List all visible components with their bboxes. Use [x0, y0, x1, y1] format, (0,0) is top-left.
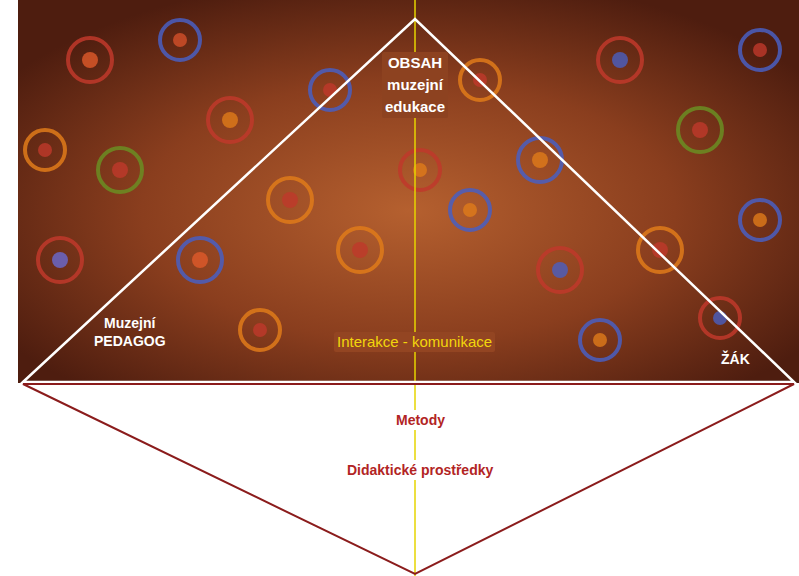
- dot: [222, 112, 238, 128]
- ring: [538, 248, 582, 292]
- text-slot: Metody: [393, 410, 448, 430]
- painting-ground: [18, 0, 799, 383]
- ring: [740, 30, 780, 70]
- ring: [338, 228, 382, 272]
- dot: [282, 192, 298, 208]
- dot: [112, 162, 128, 178]
- ring: [208, 98, 252, 142]
- ring: [68, 38, 112, 82]
- node-label: Interakce - komunikace: [334, 332, 495, 352]
- node-label: Metody: [393, 410, 448, 430]
- ring: [38, 238, 82, 282]
- dot: [173, 33, 187, 47]
- text-slot: ŽÁK: [721, 350, 750, 368]
- node-label: OBSAH muzejní edukace: [382, 52, 448, 118]
- ring: [98, 148, 142, 192]
- ring: [25, 130, 65, 170]
- ring: [268, 178, 312, 222]
- node-label: ŽÁK: [721, 350, 750, 368]
- dot: [552, 262, 568, 278]
- dot: [753, 43, 767, 57]
- dot: [463, 203, 477, 217]
- dot: [323, 83, 337, 97]
- painting-rings: [25, 20, 780, 360]
- ring: [450, 190, 490, 230]
- triangle-region: OBSAH muzejní edukaceMuzejní PEDAGOG Inte…: [22, 18, 795, 383]
- dot: [593, 333, 607, 347]
- dot: [38, 143, 52, 157]
- ring: [740, 200, 780, 240]
- ring: [178, 238, 222, 282]
- triangle-edge: [23, 19, 794, 382]
- dot: [713, 311, 727, 325]
- dot: [52, 252, 68, 268]
- ring: [240, 310, 280, 350]
- ring: [580, 320, 620, 360]
- painting-dots: [38, 33, 767, 347]
- text-slot: Didaktické prostředky: [344, 460, 496, 480]
- dot: [612, 52, 628, 68]
- ring: [160, 20, 200, 60]
- dot: [192, 252, 208, 268]
- text-slot: OBSAH muzejní edukace: [382, 52, 448, 118]
- node-label: Didaktické prostředky: [344, 460, 496, 480]
- dot: [753, 213, 767, 227]
- node-label: Muzejní PEDAGOG: [94, 314, 166, 350]
- text-slot: Muzejní PEDAGOG: [94, 314, 166, 350]
- dot: [253, 323, 267, 337]
- dot: [532, 152, 548, 168]
- ring: [638, 228, 682, 272]
- ring: [400, 150, 440, 190]
- ring: [598, 38, 642, 82]
- dot: [692, 122, 708, 138]
- dot: [352, 242, 368, 258]
- text-slot: Interakce - komunikace: [334, 332, 495, 352]
- ring: [678, 108, 722, 152]
- triangle-edge: [23, 384, 794, 574]
- ring: [518, 138, 562, 182]
- ring: [310, 70, 350, 110]
- ring: [700, 298, 740, 338]
- inverted-triangle-region: MetodyDidaktické prostředky: [22, 383, 795, 576]
- dot: [82, 52, 98, 68]
